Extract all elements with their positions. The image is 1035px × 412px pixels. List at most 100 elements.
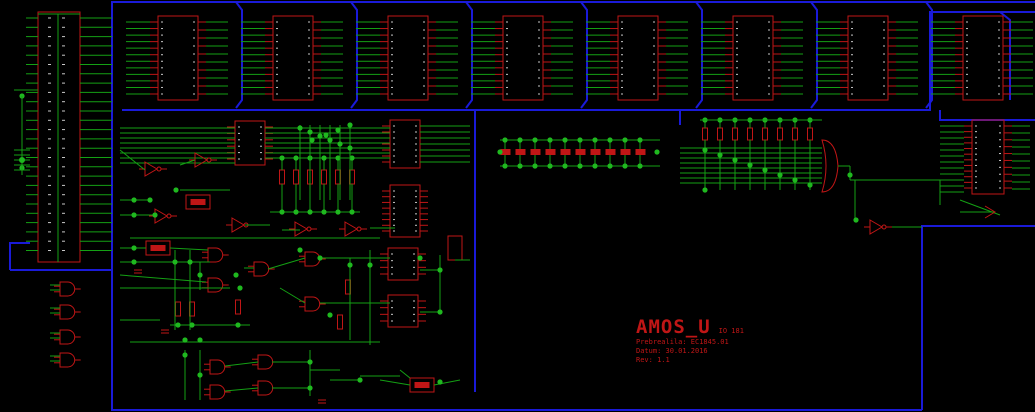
resistor (792, 127, 798, 141)
pin-label (393, 137, 395, 139)
pin-label (966, 93, 968, 95)
pin-label (62, 17, 65, 19)
pin-label (768, 21, 770, 23)
pin-label (883, 37, 885, 39)
pin-label (48, 82, 51, 84)
pin-label (62, 138, 65, 140)
junction-dot (317, 255, 323, 261)
pin-label (736, 67, 738, 69)
pin-label (62, 157, 65, 158)
pin-label (768, 37, 770, 39)
pin-label (975, 187, 977, 189)
pin-label (48, 166, 51, 168)
pin-label (238, 152, 240, 154)
pin-label (768, 77, 770, 79)
pin-label (48, 194, 51, 196)
and-gate (59, 352, 76, 368)
pin-label (161, 54, 163, 56)
pin-label (415, 213, 417, 215)
bus-line (10, 1, 1035, 271)
junction-dot (347, 122, 353, 128)
pin-label (975, 159, 977, 161)
and-gate (257, 354, 274, 370)
junction-dot (131, 197, 137, 203)
resistor-pack (447, 235, 463, 261)
pin-label (62, 36, 65, 38)
pin-label (768, 29, 770, 31)
pin-label (538, 37, 540, 39)
pin-label (391, 28, 393, 30)
resistor (321, 169, 327, 185)
junction-dot (792, 177, 798, 183)
pin-label (308, 69, 310, 71)
junction-dot (323, 132, 329, 138)
pin-label (393, 190, 395, 192)
junction-dot (349, 155, 355, 161)
junction-dot (532, 137, 538, 143)
memory-chip (847, 15, 889, 101)
pin-label (653, 93, 655, 95)
pin-label (238, 158, 240, 160)
junction-dot (622, 163, 628, 169)
pin-label (260, 158, 262, 160)
pin-label (62, 231, 65, 233)
pin-label (998, 45, 1000, 47)
schematic-title: AMOS_U (636, 316, 711, 338)
pin-label (62, 110, 65, 112)
pin-label (999, 139, 1001, 141)
flipflop-chip (387, 247, 419, 281)
pin-label (391, 73, 393, 75)
junction-dot (637, 163, 643, 169)
inverter (869, 219, 883, 235)
pin-label (851, 54, 853, 56)
pin-label (393, 219, 395, 221)
junction-dot (853, 217, 859, 223)
pin-label (62, 250, 65, 251)
junction-dot (497, 149, 503, 155)
pin-label (423, 61, 425, 63)
pin-label (538, 93, 540, 95)
junction-dot (732, 157, 738, 163)
pin-label (975, 153, 977, 155)
pin-label (423, 77, 425, 79)
wire (224, 387, 259, 392)
pin-label (238, 139, 240, 141)
resistor (279, 169, 285, 185)
pin-label (975, 125, 977, 127)
pin-label (851, 28, 853, 30)
pin-label (62, 147, 65, 149)
pin-label (966, 28, 968, 30)
pin-label (423, 29, 425, 31)
pin-label (48, 110, 51, 112)
and-gate (253, 261, 270, 277)
pin-label (621, 34, 623, 36)
resistor (777, 127, 783, 141)
junction-dot (307, 359, 313, 365)
pin-label (393, 143, 395, 145)
pin-label (391, 266, 393, 268)
pin-label (415, 201, 417, 203)
junction-dot (189, 322, 195, 328)
pin-label (393, 131, 395, 133)
pin-label (276, 93, 278, 95)
pin-label (423, 85, 425, 87)
junction-dot (321, 155, 327, 161)
pin-label (276, 54, 278, 56)
pin-label (538, 53, 540, 55)
pin-label (62, 212, 65, 214)
pin-label (966, 41, 968, 43)
pin-label (260, 126, 262, 128)
resistor (293, 169, 299, 185)
pin-label (393, 161, 395, 163)
pin-label (48, 54, 51, 56)
resistor (150, 245, 166, 251)
junction-dot (317, 133, 323, 139)
junction-dot (172, 259, 178, 265)
pin-label (48, 157, 51, 158)
inverter (144, 161, 158, 177)
and-gate (304, 251, 321, 267)
and-gate (59, 281, 76, 297)
junction-dot (337, 141, 343, 147)
